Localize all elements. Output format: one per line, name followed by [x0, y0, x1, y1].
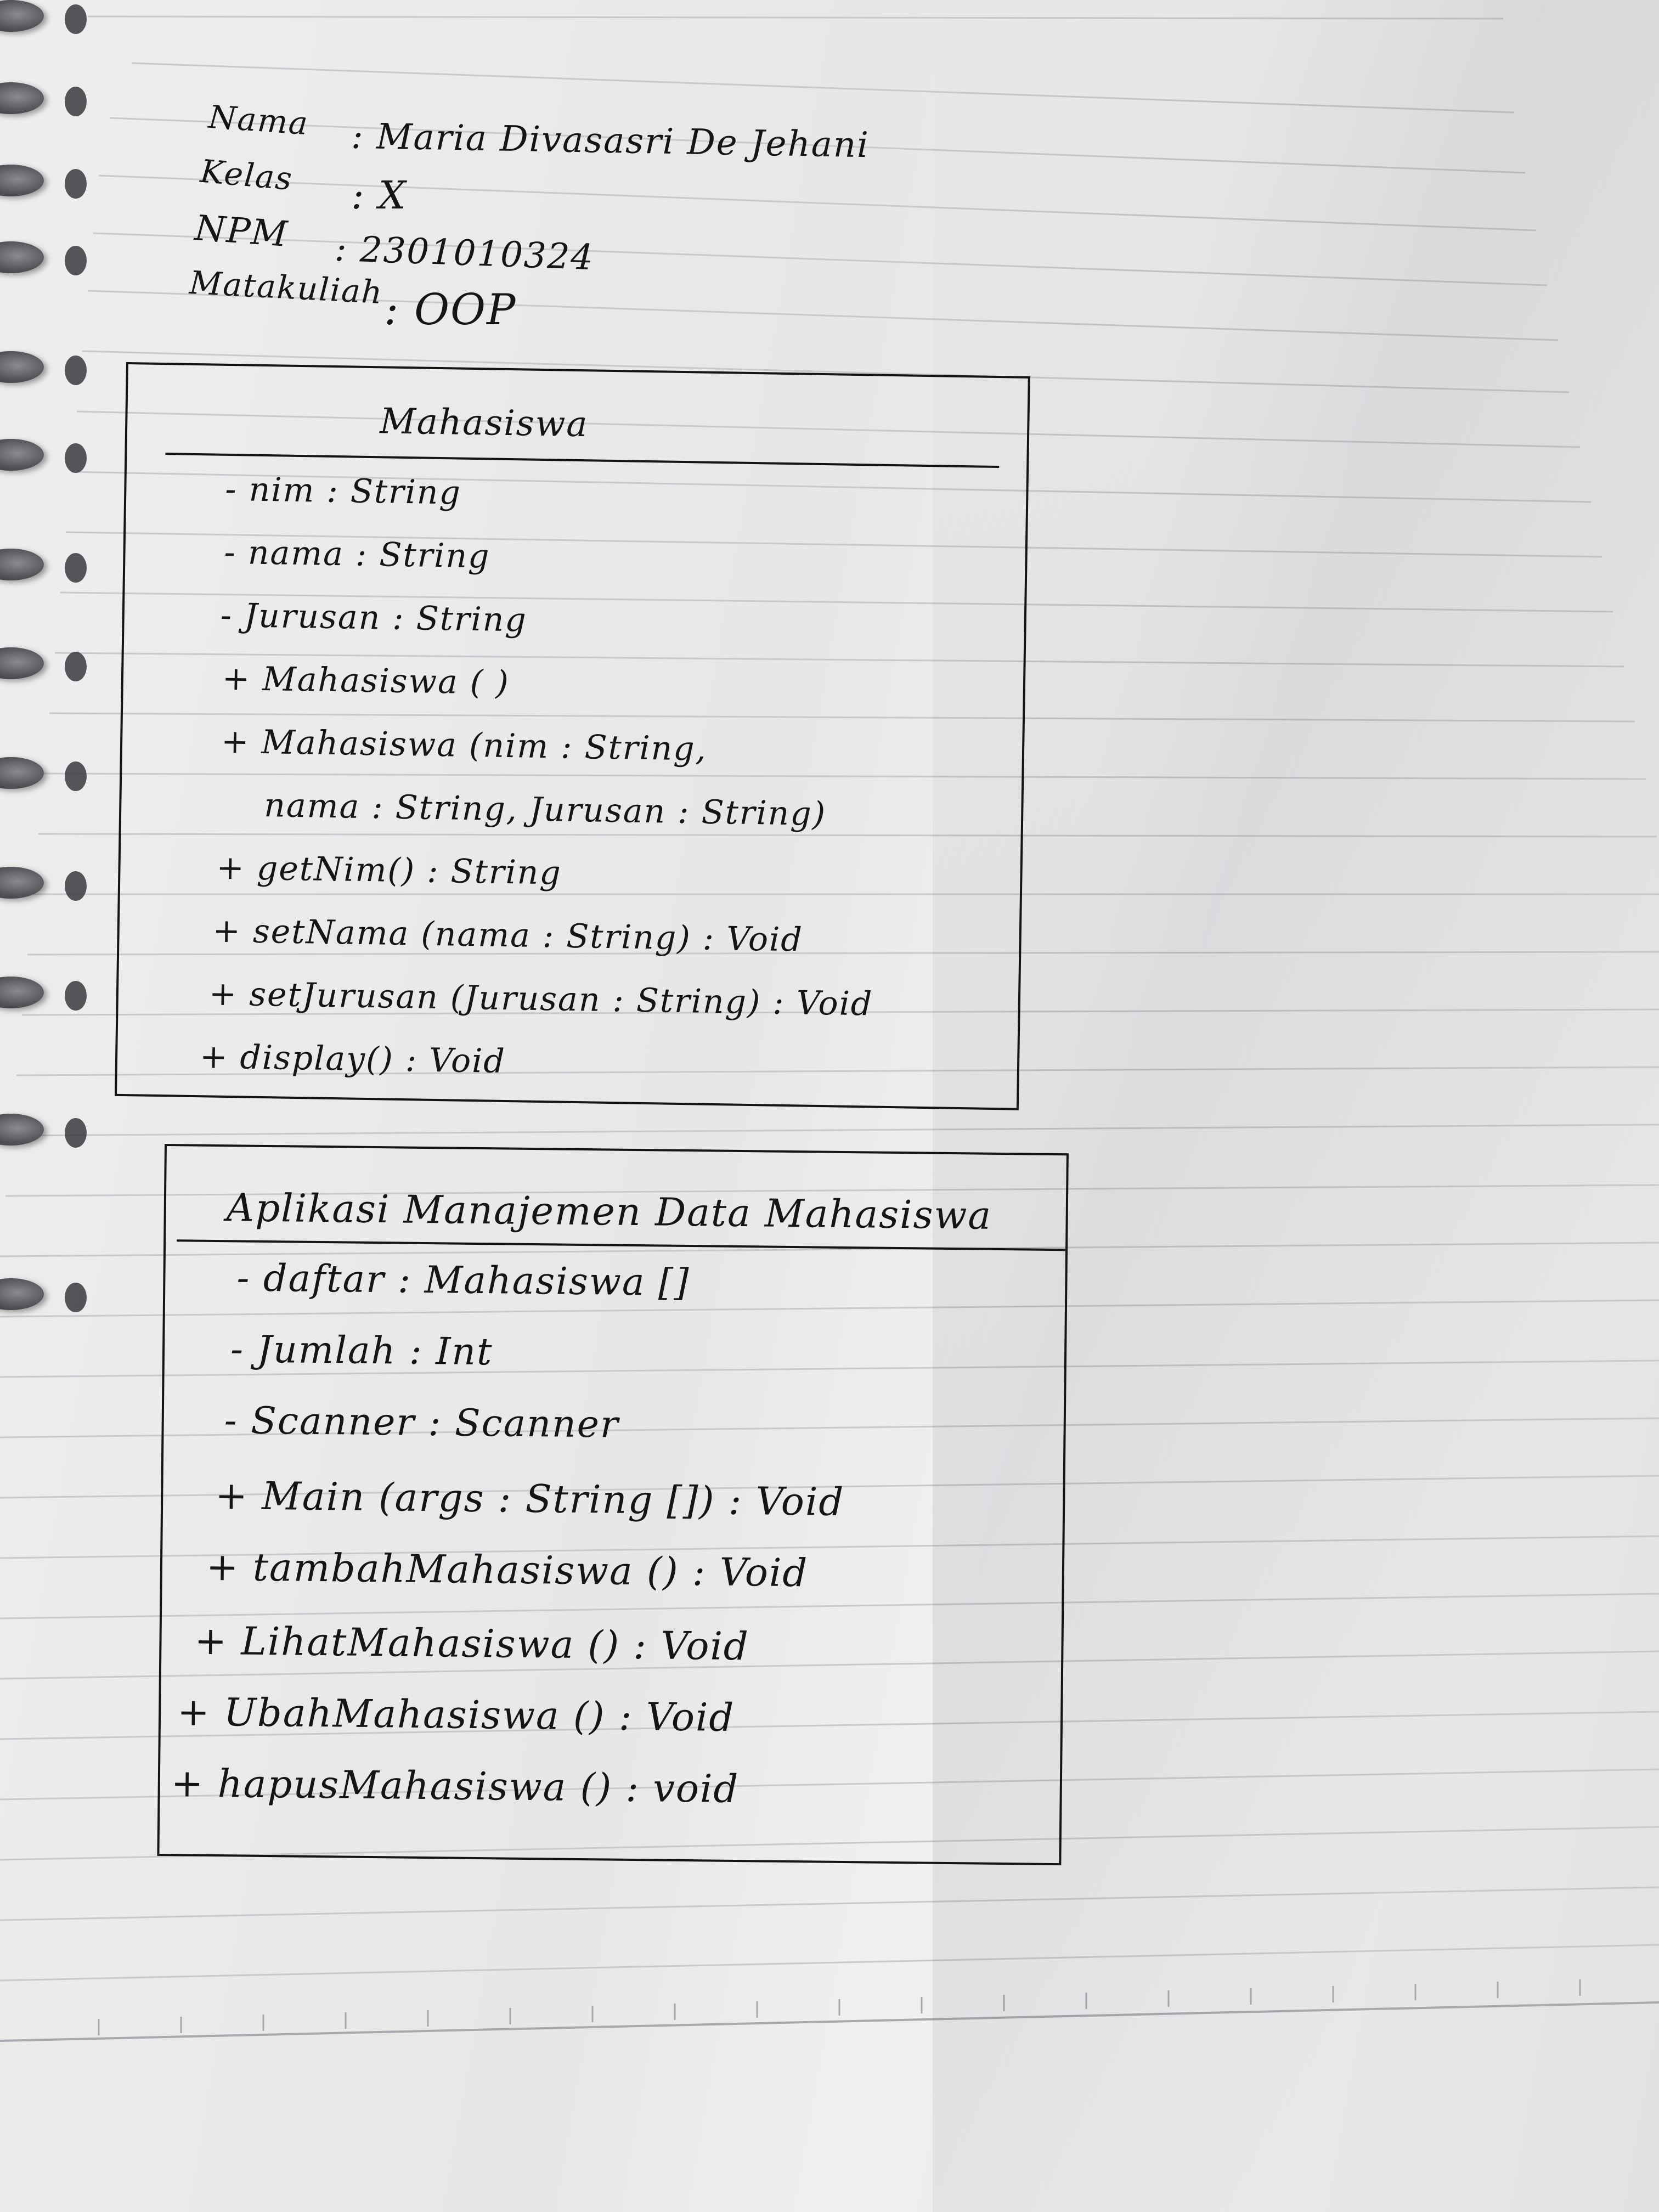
- method-main: + Main (args : String []) : Void: [215, 1473, 845, 1525]
- kelas-label: Kelas: [199, 152, 295, 198]
- method-constructor-params: + Mahasiswa (nim : String,: [221, 722, 708, 769]
- class-mahasiswa: Mahasiswa - nim : String - nama : String…: [114, 362, 1030, 1110]
- attribute-jumlah: - Jumlah : Int: [230, 1328, 493, 1374]
- class-aplikasi: Aplikasi Manajemen Data Mahasiswa - daft…: [157, 1144, 1069, 1866]
- matkul-value: : OOP: [384, 285, 517, 335]
- method-constructor-params-cont: nama : String, Jurusan : String): [263, 786, 827, 834]
- kelas-value: : X: [351, 173, 407, 218]
- method-lihat: + LihatMahasiswa () : Void: [194, 1618, 750, 1669]
- attribute-scanner: - Scanner : Scanner: [224, 1399, 619, 1447]
- attribute-nim: - nim : String: [224, 470, 462, 512]
- method-display: + display() : Void: [199, 1037, 506, 1081]
- attribute-jurusan: - Jurusan : String: [220, 596, 528, 640]
- class-mahasiswa-title: Mahasiswa: [379, 401, 589, 445]
- npm-label: NPM: [193, 208, 290, 255]
- method-tambah: + tambahMahasiswa () : Void: [206, 1544, 809, 1596]
- attribute-nama: - nama : String: [224, 533, 490, 576]
- nama-label: Nama: [207, 98, 311, 143]
- method-hapus: + hapusMahasiswa () : void: [171, 1760, 740, 1812]
- class-aplikasi-divider: [177, 1239, 1066, 1251]
- light-shadow: [933, 0, 1659, 2212]
- method-ubah: + UbahMahasiswa () : Void: [177, 1689, 735, 1740]
- method-setnama: + setNama (nama : String) : Void: [212, 911, 804, 960]
- class-aplikasi-title: Aplikasi Manajemen Data Mahasiswa: [226, 1185, 992, 1238]
- class-mahasiswa-divider: [165, 453, 1000, 469]
- method-getnim: + getNim() : String: [216, 848, 562, 893]
- method-setjurusan: + setJurusan (Jurusan : String) : Void: [208, 974, 873, 1024]
- attribute-daftar: - daftar : Mahasiswa []: [236, 1256, 690, 1305]
- method-constructor-empty: + Mahasiswa ( ): [222, 659, 510, 703]
